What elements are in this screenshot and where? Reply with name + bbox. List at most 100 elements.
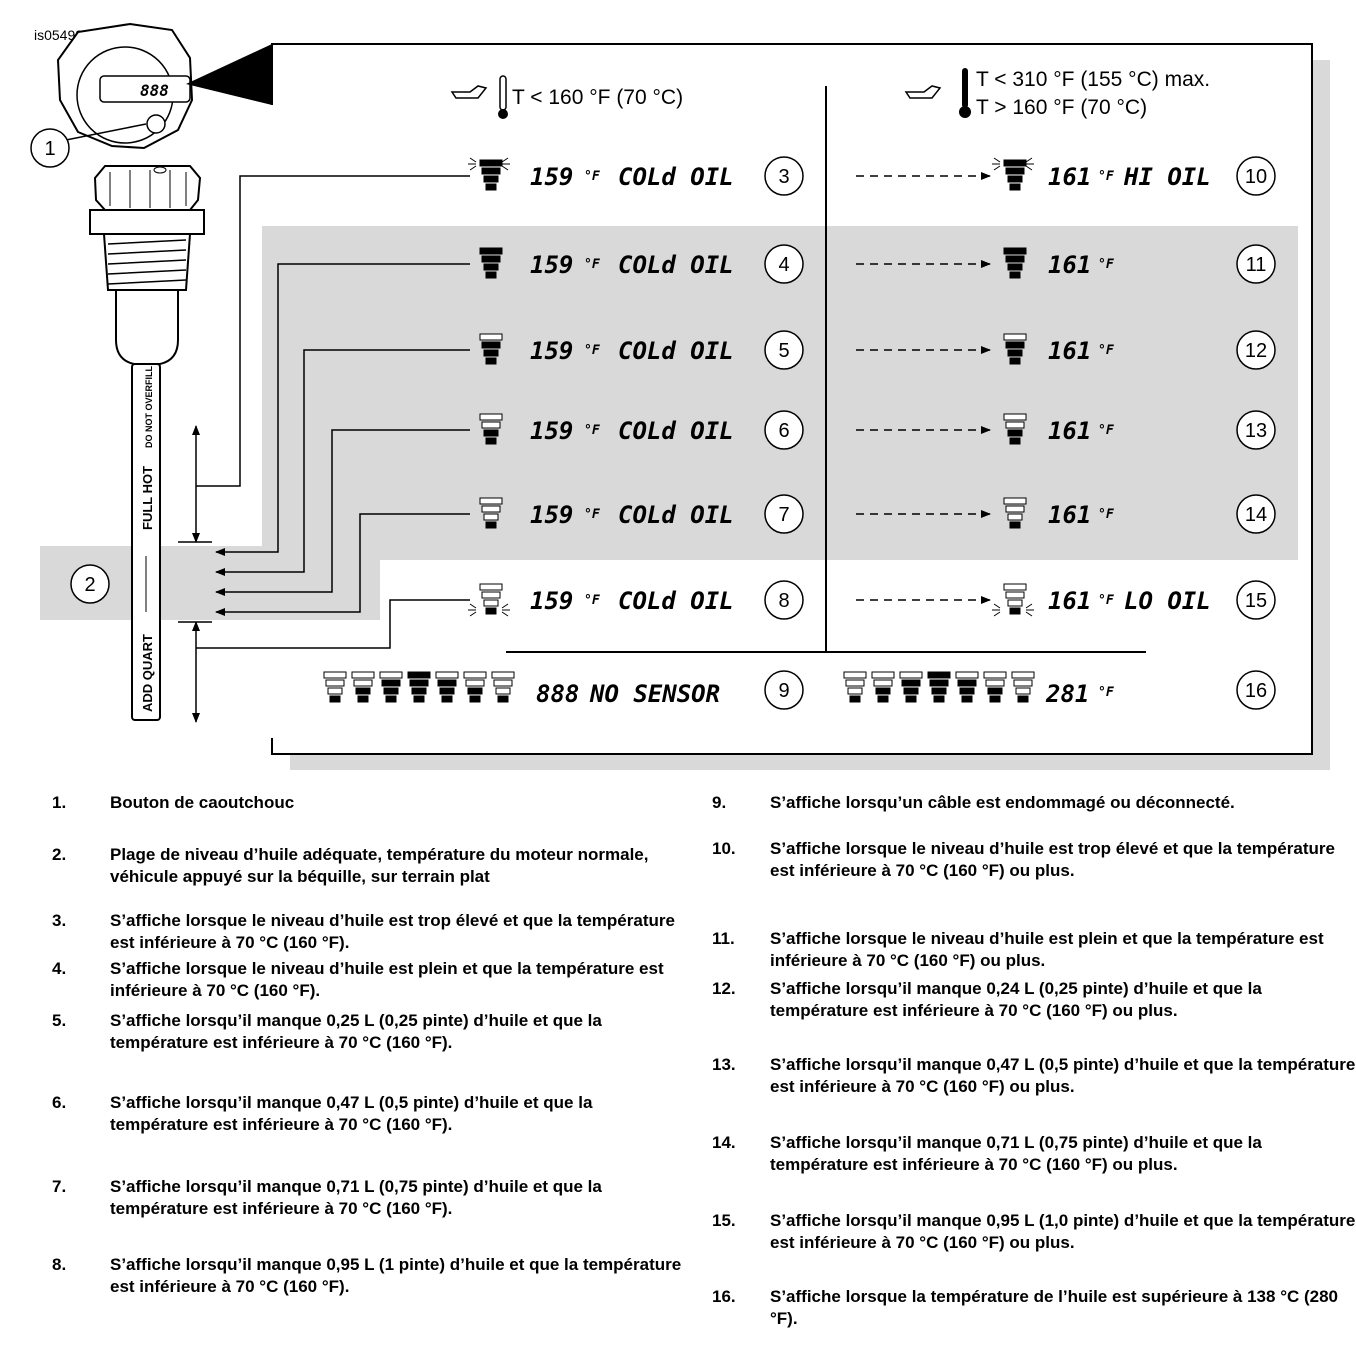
legend-number: 14. [712, 1133, 736, 1152]
legend-number: 6. [52, 1093, 67, 1112]
lcd-message: COLd OIL [618, 417, 734, 445]
svg-text:888: 888 [140, 81, 169, 100]
lcd-unit: °F [584, 423, 601, 438]
svg-text:6: 6 [778, 420, 789, 442]
callout-14: 14 [1236, 494, 1276, 534]
svg-text:1: 1 [44, 138, 55, 160]
lcd-unit: °F [1098, 423, 1115, 438]
callout-16: 16 [1236, 670, 1276, 710]
lcd-temperature: 888 [536, 680, 579, 708]
oil-level-icon [899, 671, 923, 703]
header-right: T < 310 °F (155 °C) max. T > 160 °F (70 … [904, 68, 1210, 119]
lcd-message: COLd OIL [618, 501, 734, 529]
svg-text:T > 160 °F (70 °C): T > 160 °F (70 °C) [976, 96, 1147, 119]
oil-level-icon [491, 671, 515, 703]
oil-level-icon [843, 671, 867, 703]
oil-can-icon [450, 85, 488, 99]
legend-text: S’affiche lorsqu’il manque 0,95 L (1 pin… [110, 1255, 682, 1296]
lcd-temperature: 159 [530, 163, 573, 191]
lcd-temperature: 161 [1048, 501, 1091, 529]
lcd-temperature: 161 [1048, 251, 1091, 279]
oil-level-icon [992, 583, 1034, 617]
legend-number: 10. [712, 839, 736, 858]
callout-2: 2 [70, 564, 110, 604]
oil-level-icon [927, 671, 951, 703]
cap-top-view: 888 [56, 22, 272, 150]
legend-text: S’affiche lorsqu’un câble est endommagé … [770, 793, 1235, 812]
lcd-unit: °F [584, 343, 601, 358]
lcd-temperature: 161 [1048, 163, 1091, 191]
lcd-temperature: 161 [1048, 587, 1091, 615]
legend-number: 3. [52, 911, 67, 930]
oil-level-icon [435, 671, 459, 703]
lcd-temperature: 159 [530, 251, 573, 279]
lcd-message: HI OIL [1123, 163, 1211, 191]
svg-text:14: 14 [1245, 504, 1267, 526]
svg-text:11: 11 [1246, 254, 1267, 276]
legend-text: S’affiche lorsqu’il manque 0,71 L (0,75 … [770, 1133, 1262, 1174]
callout-1: 1 [30, 128, 70, 168]
svg-text:7: 7 [778, 504, 789, 526]
lcd-unit: °F [584, 507, 601, 522]
legend-number: 8. [52, 1255, 67, 1274]
legend-number: 16. [712, 1287, 736, 1306]
oil-level-icon [871, 671, 895, 703]
callout-8: 8 [764, 580, 804, 620]
svg-text:9: 9 [778, 680, 789, 702]
svg-text:13: 13 [1245, 420, 1267, 442]
legend-number: 1. [52, 793, 67, 812]
callout-6: 6 [764, 410, 804, 450]
zoom-wedge [186, 44, 272, 105]
svg-text:T < 310 °F (155 °C) max.: T < 310 °F (155 °C) max. [976, 68, 1210, 91]
legend-text: S’affiche lorsque la température de l’hu… [770, 1287, 1339, 1328]
lcd-temperature: 159 [530, 417, 573, 445]
legend-text: S’affiche lorsqu’il manque 0,47 L (0,5 p… [770, 1055, 1356, 1096]
svg-text:5: 5 [778, 340, 789, 362]
oil-level-icon [407, 671, 431, 703]
oil-level-icon [983, 671, 1007, 703]
svg-text:16: 16 [1245, 680, 1267, 702]
svg-text:10: 10 [1245, 166, 1267, 188]
thermometer-icon [962, 68, 968, 108]
lcd-message: COLd OIL [618, 163, 734, 191]
legend-text: S’affiche lorsqu’il manque 0,47 L (0,5 p… [110, 1093, 593, 1134]
svg-text:12: 12 [1245, 340, 1267, 362]
svg-text:2: 2 [84, 574, 95, 596]
callout-10: 10 [1236, 156, 1276, 196]
callout-4: 4 [764, 244, 804, 284]
lcd-message: NO SENSOR [589, 680, 720, 708]
legend-number: 11. [712, 929, 735, 948]
oil-level-icon [479, 333, 503, 365]
callout-11: 11 [1236, 244, 1276, 284]
oil-level-icon [1011, 671, 1035, 703]
oil-level-icon [955, 671, 979, 703]
lcd-unit: °F [1098, 685, 1115, 700]
legend-number: 2. [52, 845, 67, 864]
dipstick: DO NOT OVERFILL FULL HOT ADD QUART [89, 165, 205, 721]
lcd-temperature: 161 [1048, 337, 1091, 365]
legend-text: Bouton de caoutchouc [110, 793, 295, 812]
lcd-message: COLd OIL [618, 251, 734, 279]
legend-text: S’affiche lorsqu’il manque 0,95 L (1,0 p… [770, 1211, 1356, 1252]
lcd-unit: °F [1098, 507, 1115, 522]
oil-level-icon [379, 671, 403, 703]
oil-level-icon [992, 157, 1034, 191]
legend-number: 7. [52, 1177, 67, 1196]
svg-text:4: 4 [778, 254, 789, 276]
oil-level-icon [479, 497, 503, 529]
oil-can-icon [904, 85, 942, 99]
legend-number: 4. [52, 959, 67, 978]
callout-7: 7 [764, 494, 804, 534]
oil-level-icon [463, 671, 487, 703]
callout-3: 3 [764, 156, 804, 196]
lcd-temperature: 161 [1048, 417, 1091, 445]
legend-number: 5. [52, 1011, 67, 1030]
oil-level-icon [479, 247, 503, 279]
callout-9: 9 [764, 670, 804, 710]
lcd-unit: °F [584, 257, 601, 272]
lcd-message: COLd OIL [618, 337, 734, 365]
legend-number: 13. [712, 1055, 736, 1074]
legend-number: 9. [712, 793, 727, 812]
legend-number: 15. [712, 1211, 736, 1230]
svg-text:15: 15 [1245, 590, 1267, 612]
